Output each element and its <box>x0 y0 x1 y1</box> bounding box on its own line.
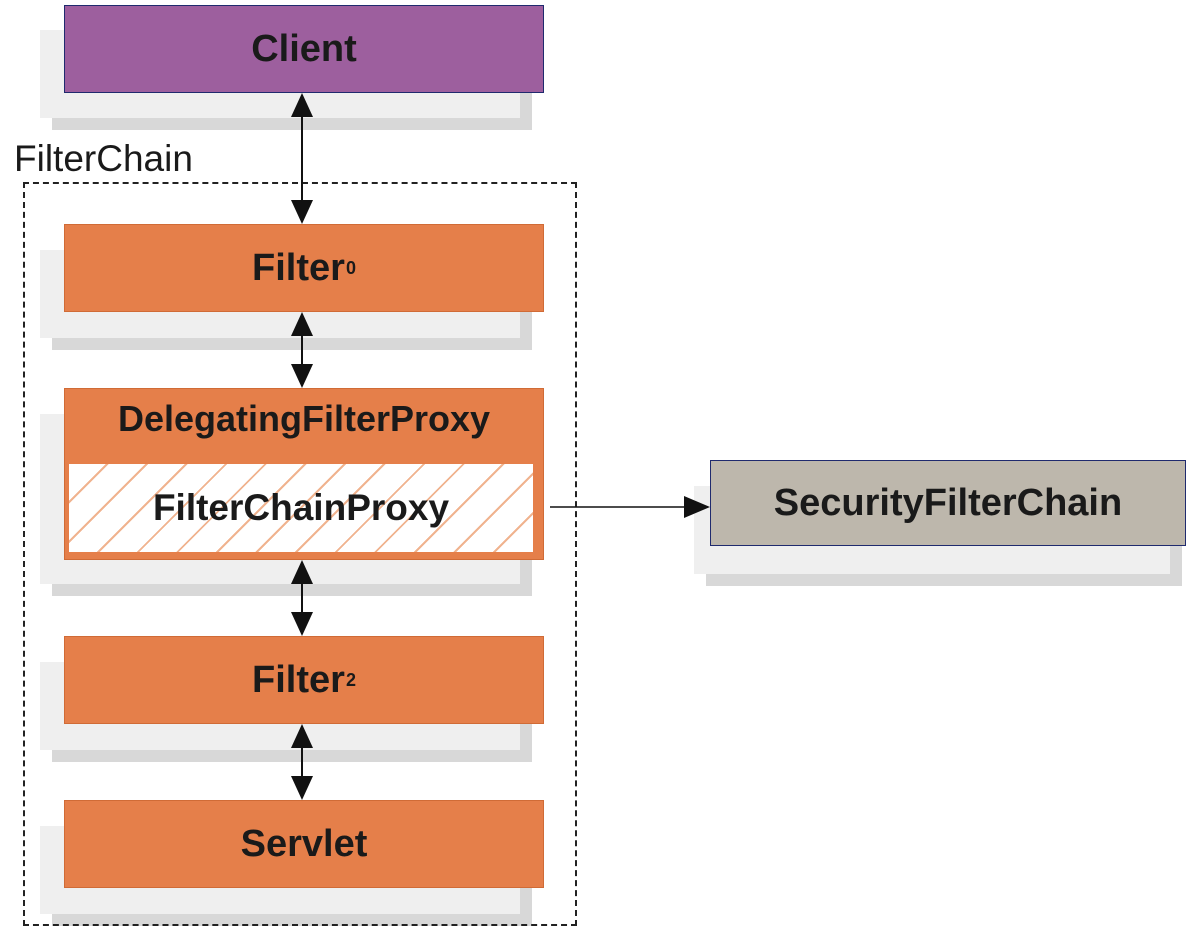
filter0-subscript: 0 <box>345 257 356 278</box>
client-label: Client <box>251 27 357 70</box>
security-filter-chain-box: SecurityFilterChain <box>710 460 1186 546</box>
filter2-subscript: 2 <box>345 669 356 690</box>
client-box: Client <box>64 5 544 93</box>
delegating-filter-proxy-label: DelegatingFilterProxy <box>117 398 491 439</box>
filter-chain-label: FilterChain <box>14 138 193 179</box>
security-filter-chain-label: SecurityFilterChain <box>773 481 1123 524</box>
servlet-box: Servlet <box>64 800 544 888</box>
servlet-label: Servlet <box>240 822 368 865</box>
filter-chain-proxy-label: FilterChainProxy <box>152 487 450 528</box>
filter0-label: Filter <box>252 246 345 289</box>
filter2-label: Filter <box>252 658 345 701</box>
filter-chain-proxy-box: FilterChainProxy <box>68 463 534 553</box>
